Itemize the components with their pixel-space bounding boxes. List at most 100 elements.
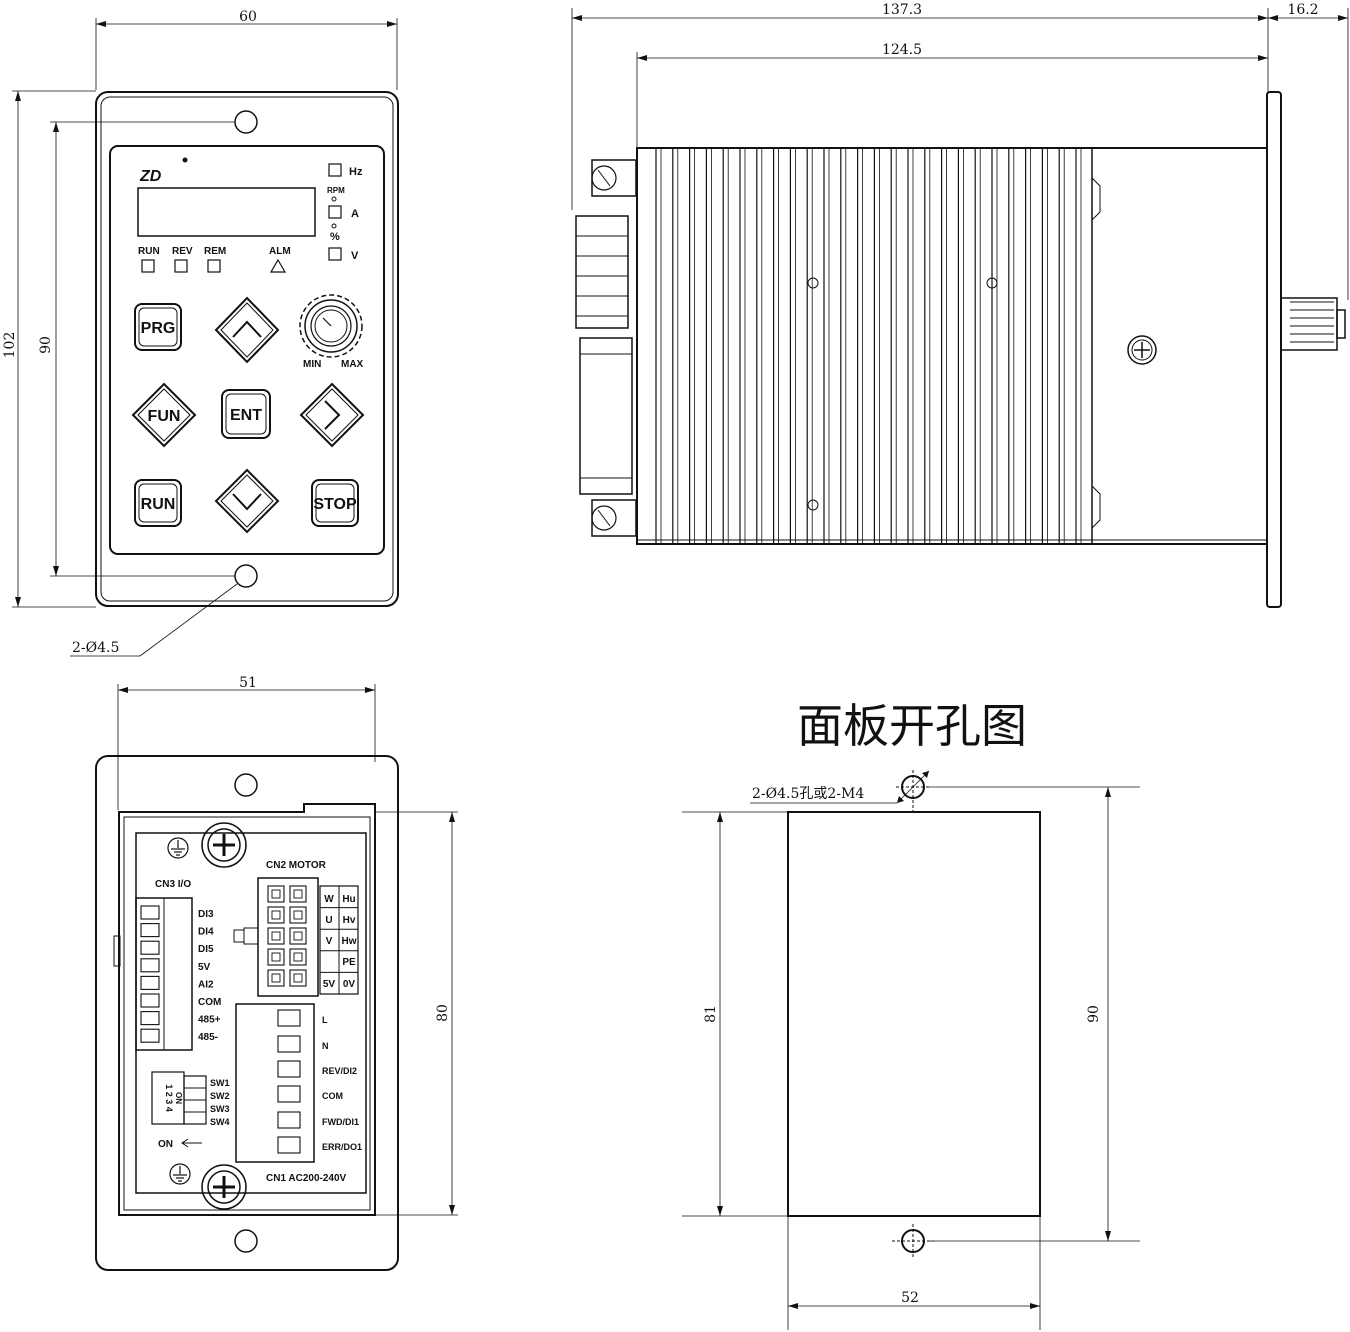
up-button[interactable] [214,296,280,364]
mount-hole-top [234,110,258,134]
dim-front-width: 60 [239,9,257,25]
cn3-pin-box [140,958,160,973]
ent-button[interactable]: ENT [221,389,271,439]
ground-icon-bottom [169,1163,191,1185]
cn1-pin-label: COM [322,1091,343,1101]
cn1-pin-box [277,1085,301,1103]
cn3-pin-label: 485- [198,1032,218,1043]
dim-back-width: 51 [239,675,257,691]
cn3-pin-box [140,940,160,955]
cn2-cell: 0V [343,979,356,990]
cn1-title: CN1 AC200-240V [266,1173,347,1184]
svg-text:PRG: PRG [141,320,176,337]
cutout-view: 面板开孔图 2-Ø4.5孔或2-M4 81 [682,699,1140,1330]
hz-led [328,163,342,177]
speed-knob[interactable] [299,294,363,358]
cn2-title: CN2 MOTOR [266,860,327,871]
dim-side-total: 137.3 [882,2,922,18]
cn1-pin-label: ERR/DO1 [322,1142,362,1152]
cn3-pin-label: AI2 [198,979,214,990]
dim-cutout-height: 81 [703,1005,719,1023]
right-button[interactable] [299,382,365,448]
unit-percent: % [330,231,340,243]
back-screw-bottom [201,1164,247,1210]
svg-text:STOP: STOP [313,496,357,513]
rev-led [174,259,188,273]
back-plate [95,755,399,1271]
unit-hz: Hz [349,166,363,178]
cn2-socket [289,906,307,924]
side-knob [1280,297,1346,351]
cn2-cell: Hw [342,936,357,947]
up-arrow-icon [232,320,262,338]
down-button[interactable] [214,468,280,534]
mount-hole-bottom [234,564,258,588]
dim-side-body: 124.5 [882,42,922,58]
right-arrow-icon [324,400,341,430]
fun-button[interactable]: FUN [131,382,197,448]
ground-icon-top [167,837,189,859]
cn3-pin-label: DI3 [198,909,214,920]
cn3-pin-label: 5V [198,962,211,973]
run-button[interactable]: RUN [134,479,182,527]
cn2-socket [267,927,285,945]
brand-logo: ZD [139,168,162,185]
dim-front-height-outer: 102 [2,332,18,359]
cn2-connector [257,877,319,997]
cn3-pin-box [140,1011,160,1026]
prg-button[interactable]: PRG [134,303,182,351]
v-led [328,247,342,261]
led-display [137,187,316,237]
dip-on-small: ON [174,1092,183,1104]
cn2-socket [289,948,307,966]
dim-back-height: 80 [435,1004,451,1022]
cn1-connector [235,1003,315,1163]
cn3-pin-box [140,923,160,938]
cn1-pin-box [277,1060,301,1078]
dim-side-knob: 16.2 [1287,2,1318,18]
dip-label: SW2 [210,1091,230,1101]
side-view: 137.3 16.2 124.5 [571,2,1349,608]
cn2-cell: 5V [323,979,336,990]
stop-button[interactable]: STOP [311,479,359,527]
cutout-hole-label: 2-Ø4.5孔或2-M4 [752,786,864,802]
dim-cutout-width: 52 [901,1290,919,1306]
side-connectors [575,159,637,537]
cn3-pin-label: COM [198,997,221,1008]
back-screw-top [201,822,247,868]
cn2-socket [267,948,285,966]
knob-max-label: MAX [341,359,364,370]
unit-rpm: RPM [327,186,345,195]
cn3-pin-label: 485+ [198,1015,221,1026]
svg-text:RUN: RUN [141,496,176,513]
cn3-pin-box [140,993,160,1008]
run-led [141,259,155,273]
cn1-pin-box [277,1136,301,1154]
side-body [636,147,1268,545]
cn1-pin-label: REV/DI2 [322,1066,357,1076]
dip-label: SW4 [210,1117,230,1127]
dip-on-label: ON [158,1139,173,1150]
side-screw [1127,335,1157,365]
cn2-cell: V [326,936,333,947]
indicator-rem-label: REM [204,246,226,257]
cn1-pin-label: FWD/DI1 [322,1117,359,1127]
alm-led [269,258,287,273]
cn1-pin-box [277,1009,301,1027]
indicator-run-label: RUN [138,246,160,257]
front-hole-label: 2-Ø4.5 [72,640,119,656]
cutout-rect [787,811,1041,1217]
dip-label: SW1 [210,1078,230,1088]
cn2-cell: PE [342,957,356,968]
svg-text:FUN: FUN [148,408,181,425]
front-plate [95,91,399,607]
cn2-cell: Hu [342,894,355,905]
cn2-socket [289,885,307,903]
rem-led [207,259,221,273]
svg-text:ENT: ENT [230,407,262,424]
unit-v: V [351,250,359,262]
cn3-pin-box [140,1028,160,1043]
dim-front-height-holes: 90 [38,336,54,354]
cn2-socket [267,906,285,924]
dim-cutout-holes: 90 [1086,1005,1102,1023]
